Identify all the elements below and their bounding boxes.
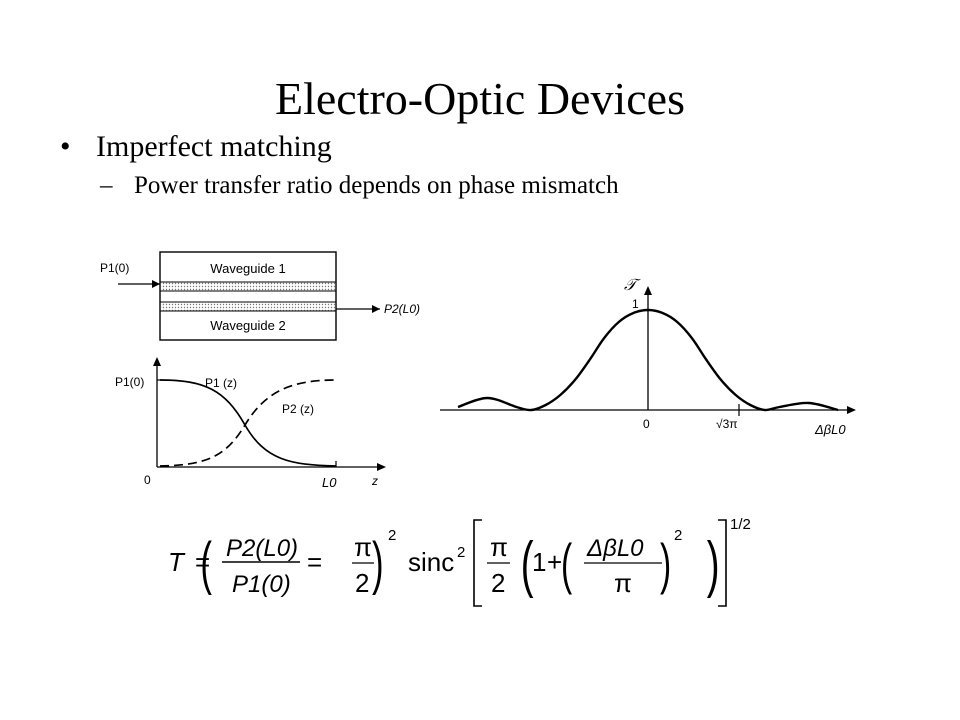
input-power-label: P1(0) [100, 261, 129, 275]
lower-cladding [161, 302, 335, 311]
pi-den-3: π [614, 568, 632, 598]
formula-equals-2: = [307, 547, 322, 577]
formula-plus: + [547, 547, 562, 577]
pi-num-2: π [490, 532, 508, 562]
bullet-text: Imperfect matching [96, 130, 332, 163]
input-arrowhead [152, 280, 160, 288]
power-exponent: 1/2 [730, 516, 751, 533]
output-arrowhead [372, 305, 380, 313]
y-tick-label-1: 1 [632, 297, 639, 311]
paren-close-3: ) [660, 532, 671, 595]
bracket-close [718, 519, 727, 607]
z-axis-label: z [371, 474, 378, 488]
x-tick-label-root3pi: √3π [716, 417, 738, 431]
x-tick-label-0: 0 [643, 417, 650, 431]
formula-one: 1 [532, 547, 546, 577]
p1-zero-label: P1(0) [115, 375, 144, 389]
two-den-2: 2 [491, 568, 505, 598]
two-den-1: 2 [355, 568, 369, 598]
bullet-dash: – [100, 172, 113, 199]
p2-curve-label: P2 (z) [282, 402, 314, 416]
upper-cladding [161, 282, 335, 291]
square-exp-1: 2 [388, 527, 396, 544]
paren-close-2: ) [707, 529, 720, 599]
square-exp-2: 2 [457, 544, 465, 561]
origin-label: 0 [144, 473, 151, 487]
bracket-open [473, 519, 482, 607]
bullet-dot: • [60, 130, 71, 163]
output-power-label: P2(L0) [384, 302, 420, 316]
formula-denominator: P1(0) [232, 571, 291, 598]
transfer-curve [457, 308, 839, 412]
p2-curve [159, 379, 337, 467]
waveguide1-label: Waveguide 1 [210, 261, 285, 276]
bullet-level1: • Imperfect matching [60, 130, 332, 164]
formula-numerator: P2(L0) [226, 535, 298, 562]
chart-x-axis-label: ΔβL0 [814, 422, 846, 437]
paren-open-2: ( [521, 529, 534, 599]
bullet-level2: –Power transfer ratio depends on phase m… [100, 172, 619, 200]
slide-title: Electro-Optic Devices [275, 73, 685, 124]
square-exp-3: 2 [674, 527, 682, 544]
end-length-label: L0 [322, 475, 337, 490]
formula-lhs: T [168, 547, 186, 577]
waveguide-box [159, 251, 337, 341]
sub-bullet-text: Power transfer ratio depends on phase mi… [134, 172, 619, 199]
paren-close: ) [372, 532, 384, 596]
delta-beta-l0: ΔβL0 [586, 535, 644, 562]
formula-equals: = [195, 547, 210, 577]
sinc-text: sinc [408, 547, 454, 577]
waveguide2-label: Waveguide 2 [210, 318, 285, 333]
paren-open: ( [200, 532, 212, 596]
pi-num-1: π [354, 532, 372, 562]
paren-open-3: ( [561, 532, 573, 595]
p1-curve-label: P1 (z) [205, 376, 237, 390]
